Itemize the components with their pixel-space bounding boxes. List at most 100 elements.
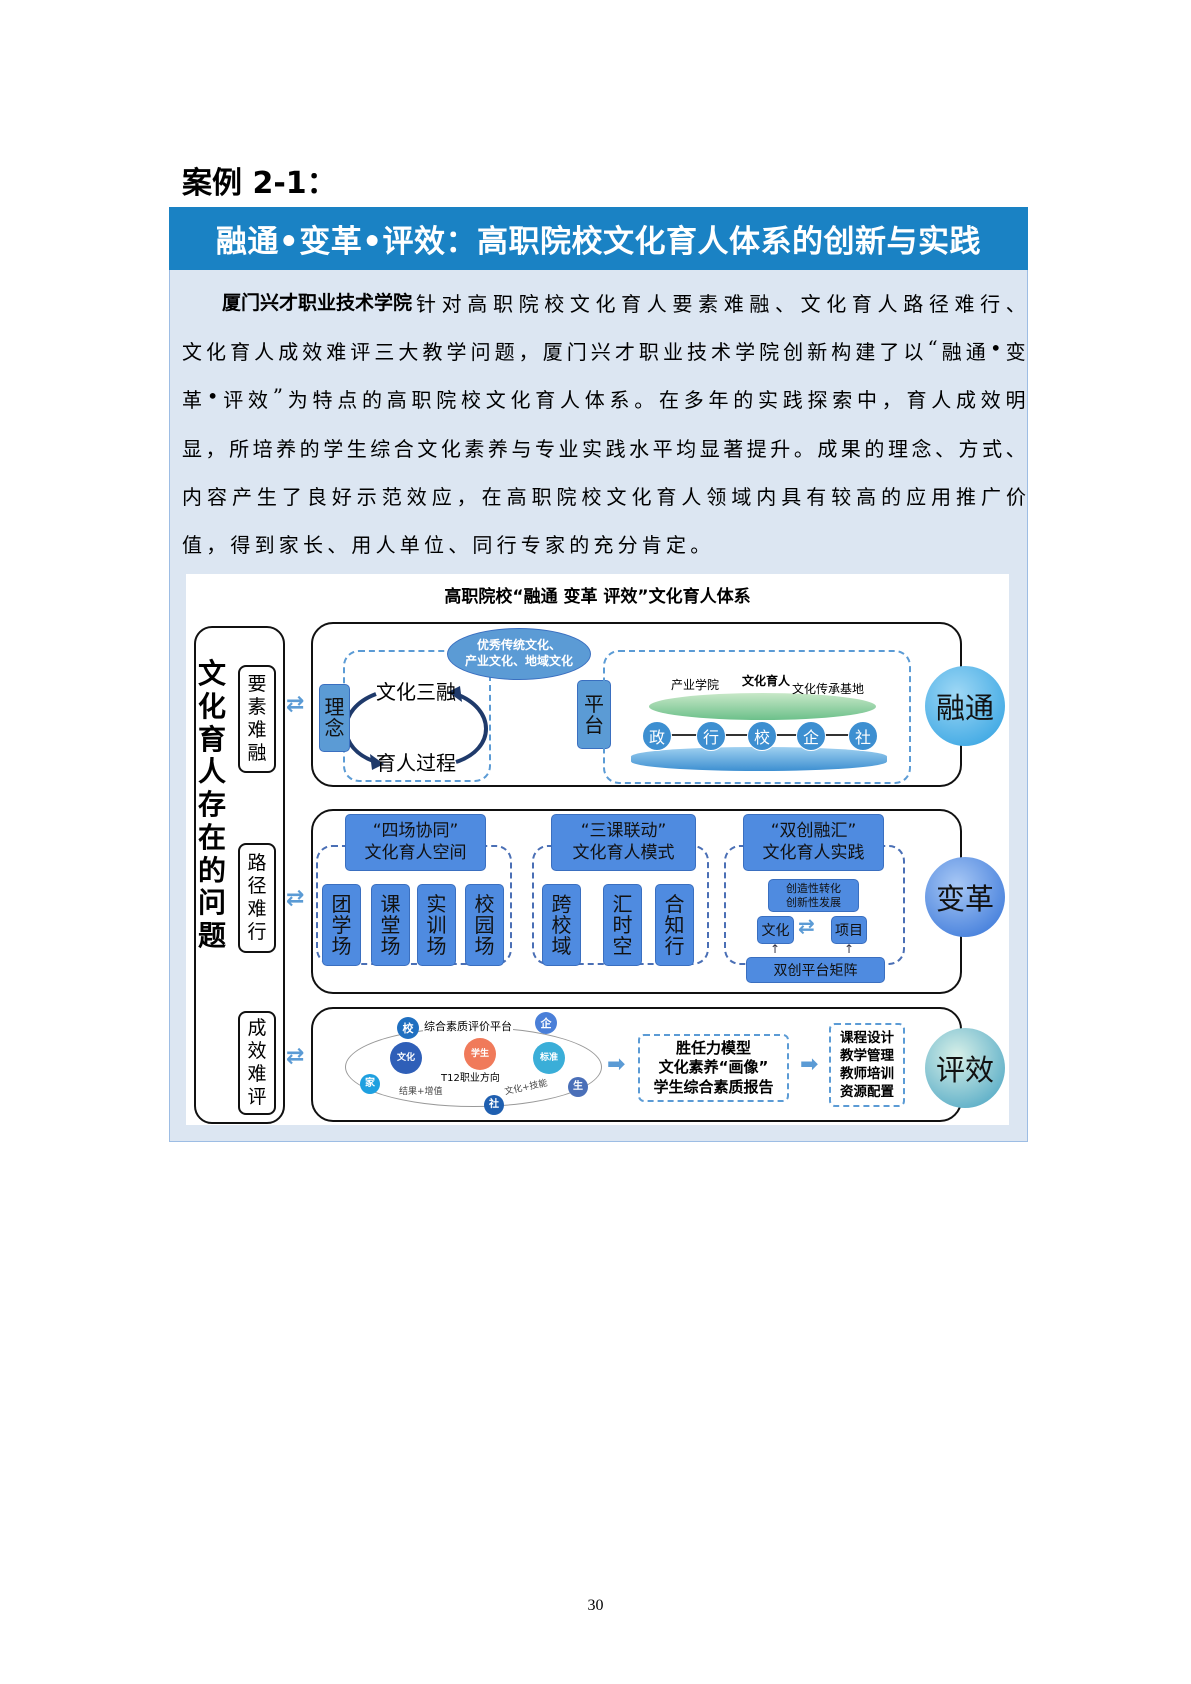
paragraph-char: 要 <box>672 292 693 316</box>
paragraph-char: 理 <box>887 437 908 461</box>
pillar-evaluation: 评效 <box>925 1028 1005 1108</box>
paragraph-char: 生 <box>256 485 277 509</box>
paragraph-char: 题 <box>494 340 515 364</box>
paragraph-char: 人 <box>877 292 898 316</box>
culture-merge-label: 文化三融 <box>376 680 456 704</box>
matrix-box: 双创平台矩阵 <box>746 957 885 983</box>
eval-node-student: 学生 <box>464 1038 496 1070</box>
paragraph-char: 难 <box>326 340 347 364</box>
problems-title: 文化育人存在的问题 <box>198 657 227 953</box>
paragraph-char: 育 <box>656 485 677 509</box>
paragraph-char: 效 <box>980 388 1001 412</box>
eval-node-student2: 生 <box>568 1077 588 1097</box>
paragraph-char: 实 <box>758 388 779 412</box>
eval-node-society: 社 <box>484 1095 504 1115</box>
paragraph-char: 方 <box>958 437 979 461</box>
cloud-line: 优秀传统文化、 <box>476 638 561 653</box>
space-char: 行 <box>664 933 685 958</box>
problem-char: 成 <box>247 1017 267 1040</box>
title-char: 人 <box>198 755 227 789</box>
group-header: “双创融汇”文化育人实践 <box>743 814 884 871</box>
paragraph-char: 广 <box>981 485 1001 509</box>
paragraph-char: 人 <box>560 388 581 412</box>
diagram-title: 高职院校“融通 变革 评效”文化育人体系 <box>444 587 751 607</box>
model-line: 胜任力模型 <box>675 1038 751 1057</box>
paragraph-char: 育 <box>906 388 927 412</box>
eval-node-family: 家 <box>360 1074 380 1094</box>
paragraph-line: 厦门兴才职业技术学院 针对高职院校文化育人要素难融、文化育人路径难行、 <box>222 288 1026 317</box>
heritage-base-label: 文化传承基地 <box>792 682 865 696</box>
paragraph-char: 的 <box>881 485 902 509</box>
paragraph-char: 人 <box>681 485 702 509</box>
paragraph-char: 与 <box>511 437 532 461</box>
paragraph-char: 系 <box>609 388 630 412</box>
up-arrow-icon: ↑ <box>770 942 781 956</box>
problem-char: 难 <box>247 719 267 741</box>
party-node: 校 <box>747 721 777 751</box>
paragraph-char: 明 <box>1005 388 1026 412</box>
space-item: 实训场 <box>417 884 456 966</box>
paragraph-char: 行 <box>980 292 1001 316</box>
problem-char: 径 <box>247 875 267 898</box>
paragraph-char: 育 <box>851 292 872 316</box>
problem-char: 行 <box>247 920 267 943</box>
paragraph-char: 年 <box>708 388 729 412</box>
concept-box: 理念 <box>319 684 350 752</box>
paragraph-char: 厦 <box>542 340 563 364</box>
up-arrow-icon: ↑ <box>844 942 855 956</box>
space-char: 汇 <box>612 891 633 916</box>
paragraph-char: 养 <box>487 437 508 461</box>
paragraph-char: 用 <box>931 485 952 509</box>
paragraph-char: 成 <box>956 388 977 412</box>
paragraph-char: 产 <box>231 485 252 509</box>
paragraph-char: 路 <box>903 292 924 316</box>
problem-evaluation: 成效难评 <box>238 1011 276 1115</box>
paragraph-char: 合 <box>393 437 414 461</box>
paragraph-char: 学 <box>323 437 344 461</box>
paragraph-char: 校 <box>581 485 602 509</box>
right-arrow-icon: ➡ <box>607 1052 626 1077</box>
paragraph-char: 难 <box>723 292 744 316</box>
paragraph-char: 、 <box>935 437 955 461</box>
paragraph-char: ， <box>518 340 539 364</box>
paragraph-char: 具 <box>781 485 802 509</box>
problem-char: 素 <box>247 696 267 719</box>
paragraph-char: 成 <box>817 437 838 461</box>
paragraph-char: 。 <box>793 437 814 461</box>
space-char: 知 <box>664 912 685 937</box>
paragraph-char: 、 <box>774 292 795 316</box>
paragraph-char: 人 <box>931 388 952 412</box>
space-char: 园 <box>474 912 495 937</box>
paragraph-char: 化 <box>440 437 461 461</box>
space-char: 域 <box>551 933 572 958</box>
paragraph-char: 院 <box>759 340 780 364</box>
eval-node-school: 校 <box>397 1017 419 1039</box>
paragraph-char: 所 <box>229 437 250 461</box>
paragraph-char: 文 <box>569 292 590 316</box>
paragraph-char: 内 <box>756 485 777 509</box>
problem-char: 效 <box>247 1040 267 1063</box>
direction-label: T12职业方向 <box>441 1073 500 1084</box>
title-char: 在 <box>198 820 227 854</box>
paragraph-char: • <box>989 336 1002 360</box>
paragraph-char: 职 <box>411 388 432 412</box>
space-item: 跨校域 <box>542 884 581 966</box>
case-heading: 案例 2-1： <box>182 166 337 201</box>
title-char: 的 <box>198 853 227 887</box>
paragraph-char: 成 <box>278 340 299 364</box>
group-header-line: 文化育人模式 <box>572 842 675 863</box>
space-char: 校 <box>474 891 495 916</box>
party-node: 企 <box>796 721 826 751</box>
space-item: 团学场 <box>322 884 361 966</box>
group-header-line: “双创融汇” <box>770 821 857 842</box>
cloud-line: 产业文化、地域文化 <box>464 654 573 668</box>
paragraph-line: 值，得到家长、用人单位、同行专家的充分肯定。 <box>182 533 715 557</box>
paragraph-char: 人 <box>646 292 667 316</box>
paragraph-char: 在 <box>659 388 680 412</box>
problem-char: 路 <box>247 852 267 875</box>
paragraph-char: 水 <box>629 437 650 461</box>
transform-box: 创造性转化创新性发展 <box>768 879 859 912</box>
group-header: “三课联动”文化育人模式 <box>551 814 696 871</box>
school-name: 厦门兴才职业技术学院 <box>222 292 413 314</box>
paragraph-char: 革 <box>182 388 202 412</box>
